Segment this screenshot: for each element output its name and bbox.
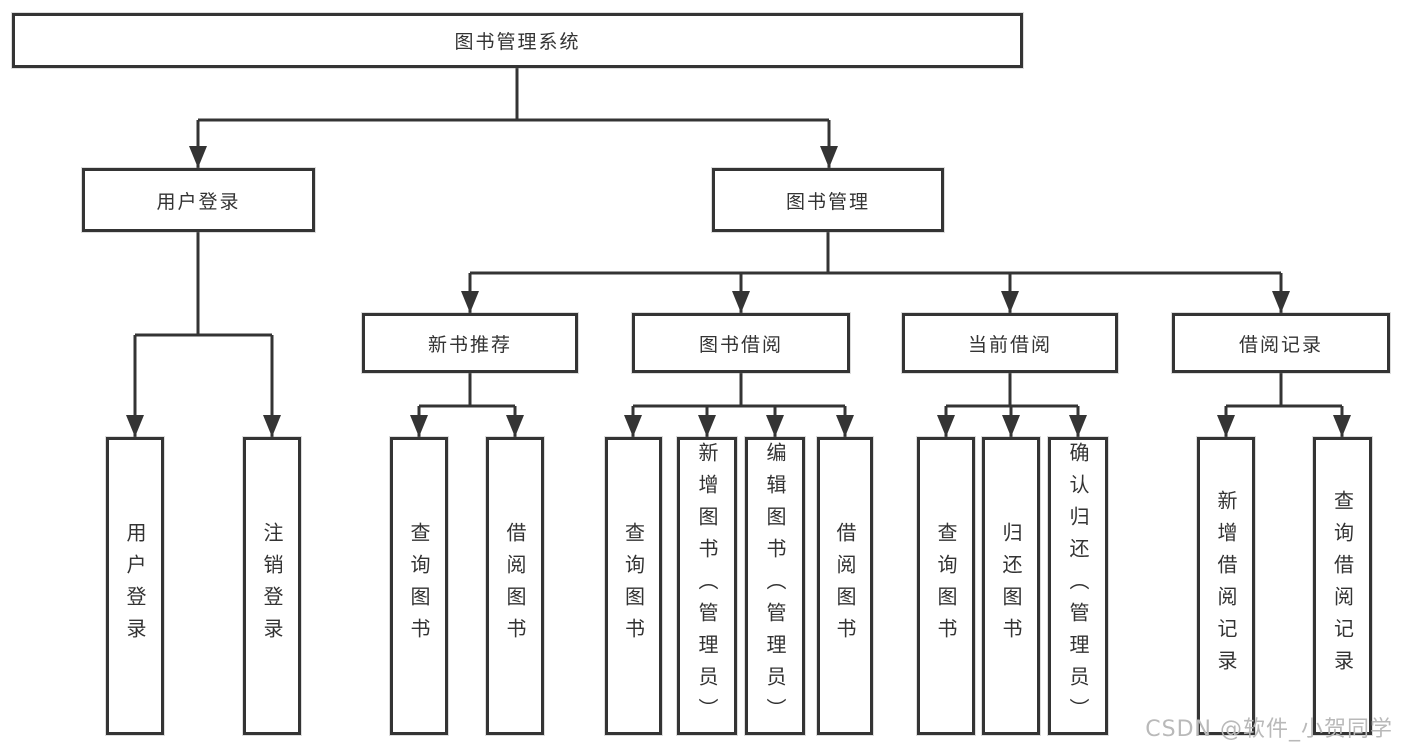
node-current-borrow: 当前借阅: [902, 313, 1118, 373]
node-label: 查询图书: [407, 522, 431, 650]
leaf-return-books: 归还图书: [982, 437, 1040, 735]
node-label: 图书借阅: [698, 333, 783, 356]
node-label: 图书管理系统: [454, 31, 581, 53]
leaf-user-login: 用户登录: [106, 437, 164, 735]
node-borrow-records: 借阅记录: [1172, 313, 1390, 373]
node-label: 查询图书: [934, 522, 958, 650]
node-label: 注销登录: [260, 522, 284, 650]
node-book-management: 图书管理: [712, 168, 944, 232]
node-new-book-recommend: 新书推荐: [362, 313, 578, 373]
node-label: 用户登录: [156, 190, 241, 213]
leaf-confirm-return-admin: 确认归还（管理员）: [1048, 437, 1108, 735]
node-label: 当前借阅: [967, 333, 1052, 356]
leaf-add-books-admin: 新增图书（管理员）: [677, 437, 737, 735]
node-label: 图书管理: [785, 190, 870, 213]
node-label: 查询借阅记录: [1330, 490, 1355, 682]
leaf-borrow-books: 借阅图书: [817, 437, 873, 735]
leaf-query-books-recommend: 查询图书: [390, 437, 448, 735]
node-user-login: 用户登录: [82, 168, 315, 232]
leaf-query-books-current: 查询图书: [917, 437, 975, 735]
node-label: 查询图书: [621, 522, 646, 650]
node-label: 编辑图书（管理员）: [763, 442, 787, 730]
leaf-borrow-books-recommend: 借阅图书: [486, 437, 544, 735]
node-label: 新书推荐: [427, 333, 512, 356]
leaf-edit-books-admin: 编辑图书（管理员）: [745, 437, 805, 735]
node-label: 新增图书（管理员）: [695, 442, 719, 730]
node-label: 借阅图书: [833, 522, 857, 650]
leaf-logout: 注销登录: [243, 437, 301, 735]
node-book-borrow: 图书借阅: [632, 313, 850, 373]
csdn-watermark: CSDN @软件_小贺同学: [1145, 717, 1393, 742]
leaf-add-borrow-record: 新增借阅记录: [1197, 437, 1255, 735]
node-label: 确认归还（管理员）: [1066, 442, 1090, 730]
node-label: 新增借阅记录: [1214, 490, 1238, 682]
node-label: 借阅记录: [1238, 333, 1323, 356]
node-library-management-system: 图书管理系统: [12, 13, 1023, 68]
node-label: 借阅图书: [503, 522, 527, 650]
leaf-query-books-borrow: 查询图书: [605, 437, 662, 735]
node-label: 归还图书: [999, 522, 1023, 650]
leaf-query-borrow-record: 查询借阅记录: [1313, 437, 1372, 735]
node-label: 用户登录: [123, 522, 147, 650]
